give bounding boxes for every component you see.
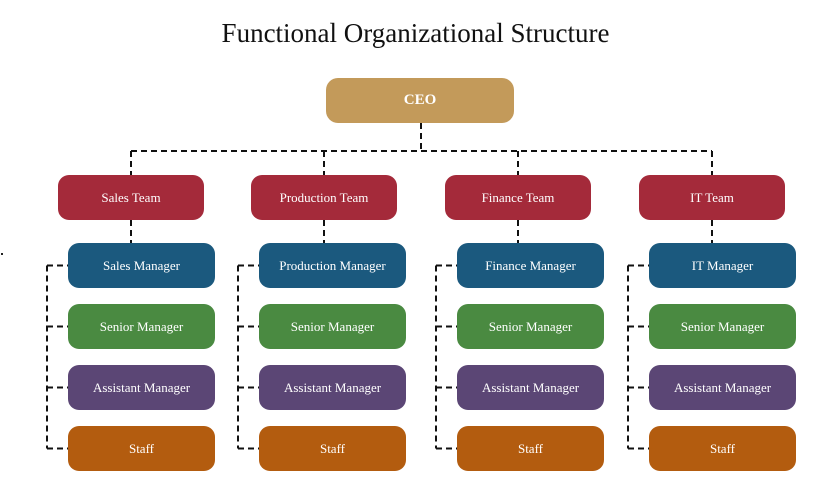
role-node-sales-senior-manager: Senior Manager: [68, 304, 215, 349]
role-node-sales-staff: Staff: [68, 426, 215, 471]
chart-title: Functional Organizational Structure: [221, 18, 610, 48]
role-node-production-assistant-manager: Assistant Manager: [259, 365, 406, 410]
role-node-sales-assistant-manager: Assistant Manager: [68, 365, 215, 410]
team-node-finance: Finance Team: [445, 175, 591, 220]
stray-dot-mark: [1, 253, 3, 255]
role-node-it-senior-manager: Senior Manager: [649, 304, 796, 349]
role-node-production-manager: Production Manager: [259, 243, 406, 288]
role-node-finance-senior-manager: Senior Manager: [457, 304, 604, 349]
role-node-finance-manager: Finance Manager: [457, 243, 604, 288]
role-node-finance-assistant-manager: Assistant Manager: [457, 365, 604, 410]
role-node-it-manager: IT Manager: [649, 243, 796, 288]
team-node-production: Production Team: [251, 175, 397, 220]
role-node-production-senior-manager: Senior Manager: [259, 304, 406, 349]
team-node-it: IT Team: [639, 175, 785, 220]
ceo-node: CEO: [326, 78, 514, 123]
role-node-sales-manager: Sales Manager: [68, 243, 215, 288]
role-node-it-assistant-manager: Assistant Manager: [649, 365, 796, 410]
team-node-sales: Sales Team: [58, 175, 204, 220]
role-node-production-staff: Staff: [259, 426, 406, 471]
role-node-finance-staff: Staff: [457, 426, 604, 471]
role-node-it-staff: Staff: [649, 426, 796, 471]
